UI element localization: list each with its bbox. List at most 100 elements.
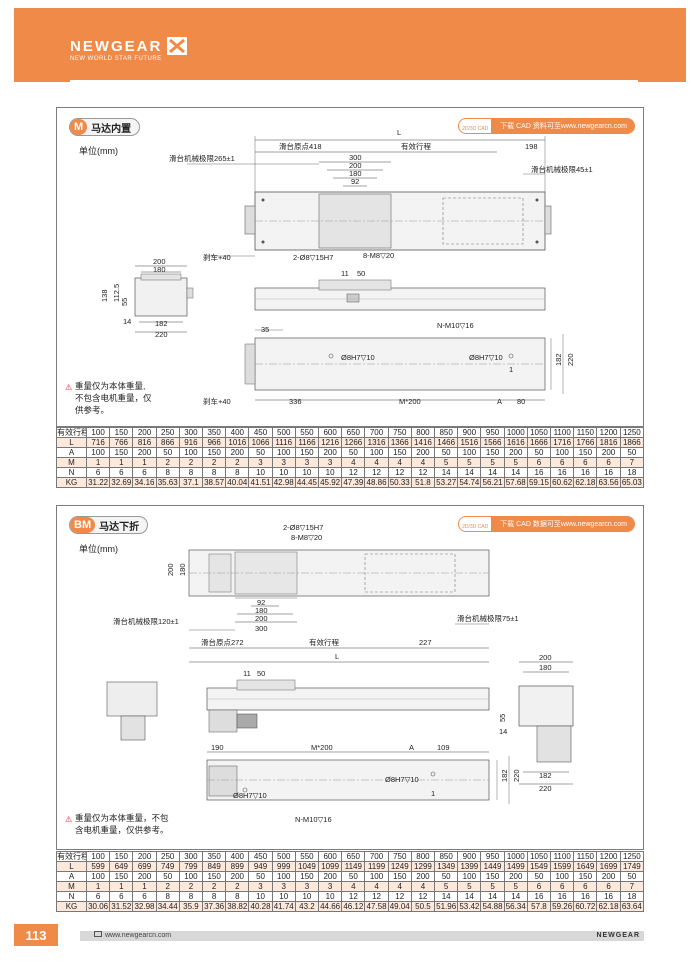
table-cell: 50.5 — [410, 901, 436, 912]
end-view-drawing — [134, 265, 194, 333]
table-cell: 50 — [248, 871, 273, 882]
table-cell: 450 — [248, 851, 273, 862]
table-cell: 16 — [573, 891, 598, 902]
table-cell: 1649 — [573, 861, 598, 872]
table-cell: 1266 — [341, 437, 366, 448]
row-label-cell: 有效行程 — [56, 851, 87, 862]
table-cell: 1599 — [550, 861, 575, 872]
end-dim-180: 180 — [539, 663, 552, 672]
table-cell: 3 — [271, 457, 296, 468]
table-cell: 56.21 — [480, 477, 505, 488]
table-cell: 6 — [550, 881, 575, 892]
table-cell: 1200 — [596, 851, 621, 862]
table-cell: 1 — [85, 881, 111, 892]
table-cell: 10 — [294, 891, 320, 902]
table-cell: 900 — [457, 427, 482, 438]
table-cell: 1366 — [387, 437, 412, 448]
dim-h180: 180 — [178, 563, 187, 576]
table-cell: 150 — [573, 447, 598, 458]
table-cell: 5 — [480, 457, 505, 468]
dim-stroke: 有效行程 — [309, 637, 339, 647]
bottom-dim-pin1: Ø8H7▽10 — [341, 353, 375, 362]
footer-url[interactable]: www.newgearcn.com — [94, 931, 171, 941]
table-cell: 200 — [410, 447, 436, 458]
table-cell: 18 — [619, 891, 645, 902]
table-cell: 200 — [132, 871, 157, 882]
side-dim-50: 50 — [257, 669, 265, 678]
table-cell: 5 — [457, 881, 482, 892]
table-cell: 65.03 — [619, 477, 645, 488]
table-cell: 18 — [619, 467, 645, 478]
table-cell: 1150 — [573, 427, 598, 438]
table-cell: 100 — [271, 871, 296, 882]
table-cell: 4 — [341, 457, 366, 468]
end-dim-182: 182 — [539, 771, 552, 780]
table-cell: 40.28 — [248, 901, 273, 912]
table-cell: 550 — [294, 427, 320, 438]
table-cell: 34.16 — [132, 477, 157, 488]
table-cell: 1449 — [480, 861, 505, 872]
table-cell: 2 — [202, 457, 227, 468]
table-cell: 4 — [410, 457, 436, 468]
table-cell: 32.69 — [109, 477, 134, 488]
table-cell: 899 — [225, 861, 250, 872]
table-cell: 150 — [480, 447, 505, 458]
end-dim-220: 220 — [539, 784, 552, 793]
table-cell: 10 — [248, 891, 273, 902]
table-cell: 100 — [457, 447, 482, 458]
table-cell: 14 — [457, 467, 482, 478]
table-cell: 50.33 — [387, 477, 412, 488]
table-cell: 1 — [132, 881, 157, 892]
table-cell: 10 — [271, 467, 296, 478]
end-dim-14: 14 — [499, 727, 507, 736]
row-label-cell: N — [56, 891, 87, 902]
table-cell: 3 — [318, 457, 343, 468]
cad-download-link[interactable]: 2D/3D CAD 下载 CAD 数据可至www.newgearcn.com — [458, 516, 635, 532]
table-cell: 53.42 — [457, 901, 482, 912]
table-cell: 1016 — [225, 437, 250, 448]
table-cell: 50 — [155, 871, 180, 882]
dim-origin: 滑台原点272 — [201, 637, 244, 647]
table-cell: 1549 — [526, 861, 552, 872]
table-cell: 8 — [178, 891, 204, 902]
table-cell: 50 — [248, 447, 273, 458]
table-cell: 200 — [503, 447, 528, 458]
table-cell: 44.45 — [294, 477, 320, 488]
bottom-marker-1: 1 — [431, 789, 435, 798]
table-cell: 100 — [271, 447, 296, 458]
end-dim-200: 200 — [539, 653, 552, 662]
table-cell: 799 — [178, 861, 204, 872]
table-cell: 1250 — [619, 851, 645, 862]
bottom-dim-A: A — [409, 743, 414, 752]
table-cell: 1316 — [364, 437, 389, 448]
table-cell: 200 — [318, 447, 343, 458]
table-cell: 53.27 — [434, 477, 459, 488]
table-cell: 1749 — [619, 861, 645, 872]
section-tag: M 马达内置 — [69, 118, 141, 136]
dim-hole1: 2-Ø8▽15H7 — [293, 253, 333, 262]
table-cell: 3 — [294, 881, 320, 892]
table-cell: 200 — [225, 871, 250, 882]
dim-92: 92 — [351, 177, 359, 186]
table-cell: 50 — [619, 447, 645, 458]
cad-download-link[interactable]: 2D/3D CAD 下载 CAD 资料可至www.newgearcn.com — [458, 118, 635, 134]
end-dim-182: 182 — [155, 319, 168, 328]
table-cell: 59.15 — [526, 477, 552, 488]
table-cell: 900 — [457, 851, 482, 862]
table-cell: 600 — [318, 427, 343, 438]
table-cell: 63.64 — [619, 901, 645, 912]
table-cell: 4 — [387, 457, 412, 468]
table-cell: 1100 — [550, 427, 575, 438]
table-cell: 6 — [596, 881, 621, 892]
table-cell: 14 — [503, 467, 528, 478]
end-dim-55: 55 — [120, 298, 129, 306]
table-cell: 63.56 — [596, 477, 621, 488]
table-cell: 7 — [619, 881, 645, 892]
table-cell: 850 — [434, 851, 459, 862]
page-number: 113 — [14, 924, 58, 946]
warning-icon: ⚠ — [65, 815, 73, 824]
table-cell: 450 — [248, 427, 273, 438]
